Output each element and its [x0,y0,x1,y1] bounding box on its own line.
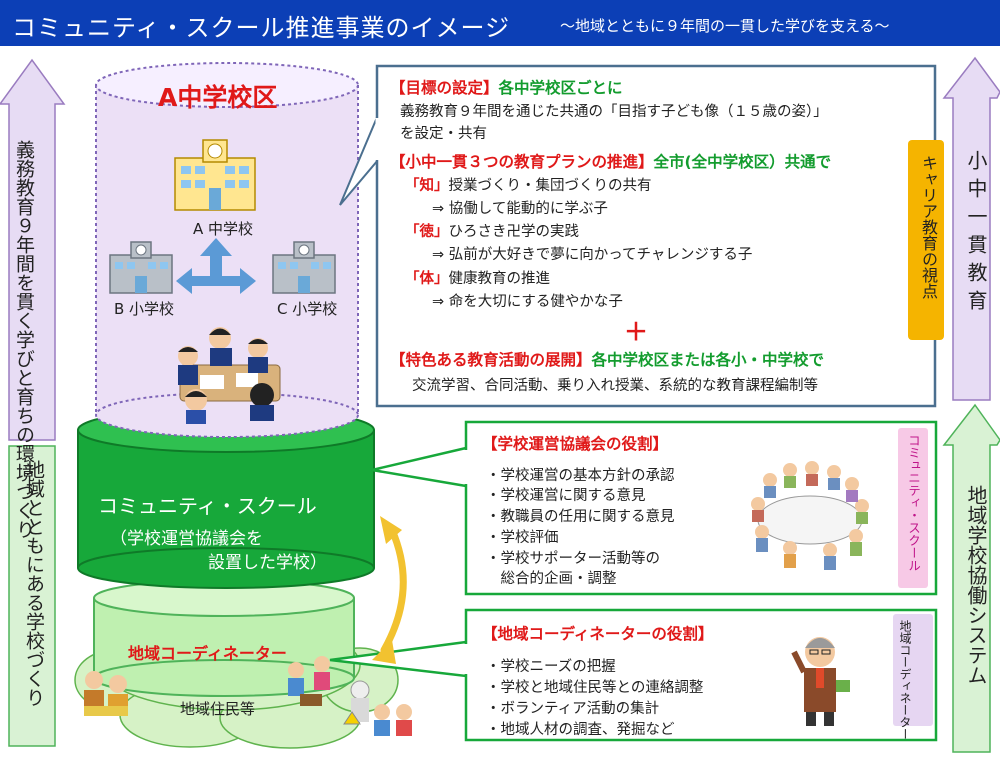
plan-heading-note: 全市(全中学校区）共通で [653,153,832,171]
school-c-icon [272,241,336,294]
activity-heading-note: 各中学校区または各小・中学校で [591,351,825,369]
three-way-arrow-icon [176,238,256,294]
plan-body-result: ⇒ 命を大切にする健やかな子 [432,294,623,310]
council-item-1: ・学校運営の基本方針の承認 [486,468,675,484]
goal-heading: 【目標の設定】各中学校区ごとに [390,76,623,98]
plan-virtue-result: ⇒ 弘前が大好きで夢に向かってチャレンジする子 [432,247,753,263]
plan-virtue-text: ひろさき卍学の実践 [448,224,580,240]
plan-body-text: 健康教育の推進 [448,271,551,287]
plan-virtue: 「徳」ひろさき卍学の実践 [405,220,579,241]
left-top-arrow-line1: 義務教育９年間を貫く [13,140,35,330]
left-top-arrow [0,58,66,441]
students-illustration [178,327,281,424]
left-bottom-arrow-label: 地域とともにある学校づくり [23,460,45,707]
school-b-label: B 小学校 [114,300,175,318]
cs-label-bg [898,428,928,588]
goal-line1: 義務教育９年間を通じた共通の「目指す子ども像（１５歳の姿）」 [400,104,828,120]
career-label-bg [908,140,944,340]
curved-arrow-head-top [380,516,402,544]
goal-line2: を設定・共有 [400,126,487,142]
activity-heading: 【特色ある教育活動の展開】各中学校区または各小・中学校で [390,348,824,370]
school-a-label: A 中学校 [193,220,254,238]
career-label: キャリア教育の視点 [919,155,938,299]
council-item-4: ・学校評価 [486,530,559,546]
title-bar [0,0,1000,46]
coord-side-label-2: ネーター [898,692,912,740]
goal-heading-title: 【目標の設定】 [390,79,499,97]
coordinator-box [464,608,938,742]
coordinator-item-2: ・学校と地域住民等との連絡調整 [486,680,704,696]
council-item-2: ・学校運営に関する意見 [486,488,646,504]
council-item-5: ・学校サポーター活動等の [486,551,660,567]
plus-sign: ＋ [624,318,648,346]
council-item-6: 総合的企画・調整 [486,571,617,587]
left-top-arrow-label: 義務教育９年間を貫く学びと育ちの環境づくり [13,140,35,539]
school-b-icon [109,241,173,294]
school-c-label: C 小学校 [277,300,338,318]
coord-side-label-1: 地域コーディ [898,620,912,692]
community-school-sub1: （学校運営協議会を [110,529,263,549]
right-bottom-arrow-label: 地域学校協働システム [964,485,988,685]
plan-body-tag: 「体」 [405,271,449,287]
coord-label-bg [893,614,933,726]
coordinator-item-4: ・地域人材の調査、発掘など [486,722,675,738]
plan-body: 「体」健康教育の推進 [405,267,550,288]
left-top-arrow-line2: 学びと育ちの環境づくり [13,330,35,539]
community-school-sub2: 設置した学校） [208,553,327,573]
school-a-icon [174,139,256,211]
plan-heading: 【小中一貫３つの教育プランの推進】全市(全中学校区）共通で [390,150,831,172]
council-item-3: ・教職員の任用に関する意見 [486,509,675,525]
plan-virtue-tag: 「徳」 [405,224,449,240]
coordinator-item-3: ・ボランティア活動の集計 [486,701,660,717]
residents-illustration [84,656,412,736]
community-school-title: コミュニティ・スクール [98,494,317,518]
activity-line: 交流学習、合同活動、乗り入れ授業、系統的な教育課程編制等 [412,378,818,394]
left-bottom-arrow [8,445,56,747]
district-title: A中学校区 [158,83,278,112]
right-top-arrow-label: 小中一貫教育 [964,150,988,318]
plan-knowledge-text: 授業づくり・集団づくりの共有 [448,178,652,194]
plan-knowledge-result: ⇒ 協働して能動的に学ぶ子 [432,201,608,217]
activity-heading-title: 【特色ある教育活動の展開】 [390,351,592,369]
cs-side-label: コミュニティ・スクール [906,434,921,572]
right-bottom-arrow [942,403,1000,753]
plan-knowledge-tag: 「知」 [405,178,449,194]
plan-knowledge: 「知」授業づくり・集団づくりの共有 [405,174,652,195]
coordinator-heading: 【地域コーディネーターの役割】 [482,625,714,643]
page-title: コミュニティ・スクール推進事業のイメージ [12,14,511,42]
page-subtitle: ～地域とともに９年間の一貫した学びを支える～ [560,17,890,35]
curved-double-arrow [380,526,407,654]
coord-side-label: 地域コーディネーター [898,620,912,740]
curved-arrow-head-bottom [372,640,396,664]
council-heading: 【学校運営協議会の役割】 [482,435,669,453]
plan-heading-title: 【小中一貫３つの教育プランの推進】 [390,153,654,171]
council-callout-pointer [371,446,468,488]
residents-label: 地域住民等 [180,700,256,718]
coordinator-title: 地域コーディネーター [128,644,287,663]
coordinator-item-1: ・学校ニーズの把握 [486,659,616,675]
right-top-arrow [942,56,1000,401]
coordinator-person-illustration [791,637,850,726]
meeting-illustration [751,461,869,570]
goal-heading-note: 各中学校区ごとに [498,79,623,97]
